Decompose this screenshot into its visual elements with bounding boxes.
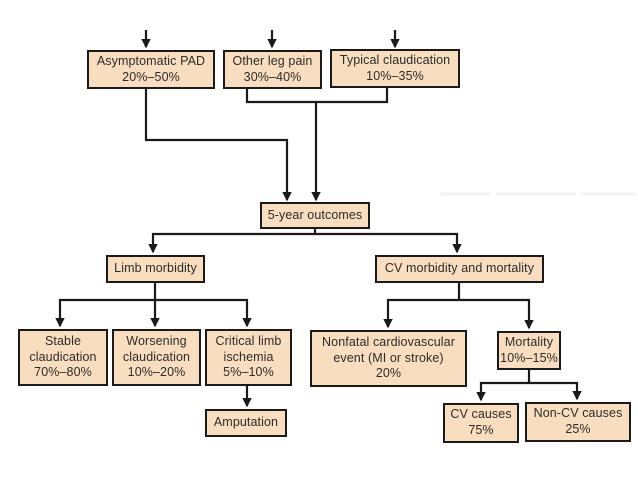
node-label: Non-CV causes <box>533 406 623 421</box>
connector-limb-split <box>55 283 252 328</box>
node-nonfatal-cv-event: Nonfatal cardiovascular event (MI or str… <box>310 330 467 387</box>
node-limb-morbidity: Limb morbidity <box>106 255 205 283</box>
connector-inputs-top <box>141 30 400 49</box>
node-label: Amputation <box>213 415 279 430</box>
node-value: 75% <box>468 423 494 437</box>
connector-mortality-split <box>476 370 582 402</box>
connector-outcomes-split <box>148 228 462 254</box>
node-value: 30%–40% <box>243 69 302 84</box>
node-label: claudication <box>29 349 97 364</box>
node-label: Asymptomatic PAD <box>96 53 206 68</box>
node-value: 10%–15% <box>500 350 558 365</box>
node-label: Limb morbidity <box>114 261 197 276</box>
node-label: Nonfatal cardiovascular <box>322 334 455 349</box>
node-label: Other leg pain <box>232 53 313 68</box>
node-typical-claudication: Typical claudication 10%–35% <box>330 49 460 88</box>
node-cv-causes: CV causes 75% <box>443 403 519 443</box>
node-worsening-claudication: Worsening claudication 10%–20% <box>112 329 201 386</box>
node-value: 10%–20% <box>127 365 186 380</box>
node-value: 5%–10% <box>223 365 274 380</box>
node-label: ischemia <box>223 349 274 364</box>
node-non-cv-causes: Non-CV causes 25% <box>525 402 631 442</box>
node-label: Critical limb <box>215 333 282 348</box>
node-value: 70%–80% <box>34 365 92 380</box>
node-label: Mortality <box>504 334 554 349</box>
node-label: Worsening <box>126 333 187 348</box>
node-critical-limb-ischemia: Critical limb ischemia 5%–10% <box>205 329 292 386</box>
node-value: 20%–50% <box>122 69 180 84</box>
node-cv-morbidity-mortality: CV morbidity and mortality <box>375 255 544 283</box>
node-mortality: Mortality 10%–15% <box>497 331 561 370</box>
node-label: claudication <box>122 349 191 364</box>
node-label: Typical claudication <box>339 52 451 67</box>
node-value: 10%–35% <box>366 68 424 83</box>
node-label: Stable <box>44 333 82 348</box>
connector-asymptomatic-to-outcomes <box>144 89 292 202</box>
connector-cv-split <box>383 283 534 330</box>
node-label: CV causes <box>450 407 512 422</box>
node-value: 20% <box>375 366 402 381</box>
node-asymptomatic-pad: Asymptomatic PAD 20%–50% <box>87 50 215 89</box>
node-amputation: Amputation <box>205 409 287 437</box>
node-five-year-outcomes: 5-year outcomes <box>260 202 370 229</box>
node-label: CV morbidity and mortality <box>384 261 535 276</box>
connector-legpain-claudication-to-outcomes <box>245 88 389 202</box>
node-other-leg-pain: Other leg pain 30%–40% <box>223 50 322 89</box>
node-label: event (MI or stroke) <box>333 350 444 365</box>
node-value: 25% <box>565 422 591 436</box>
node-label: 5-year outcomes <box>267 207 363 222</box>
node-stable-claudication: Stable claudication 70%–80% <box>18 329 108 386</box>
